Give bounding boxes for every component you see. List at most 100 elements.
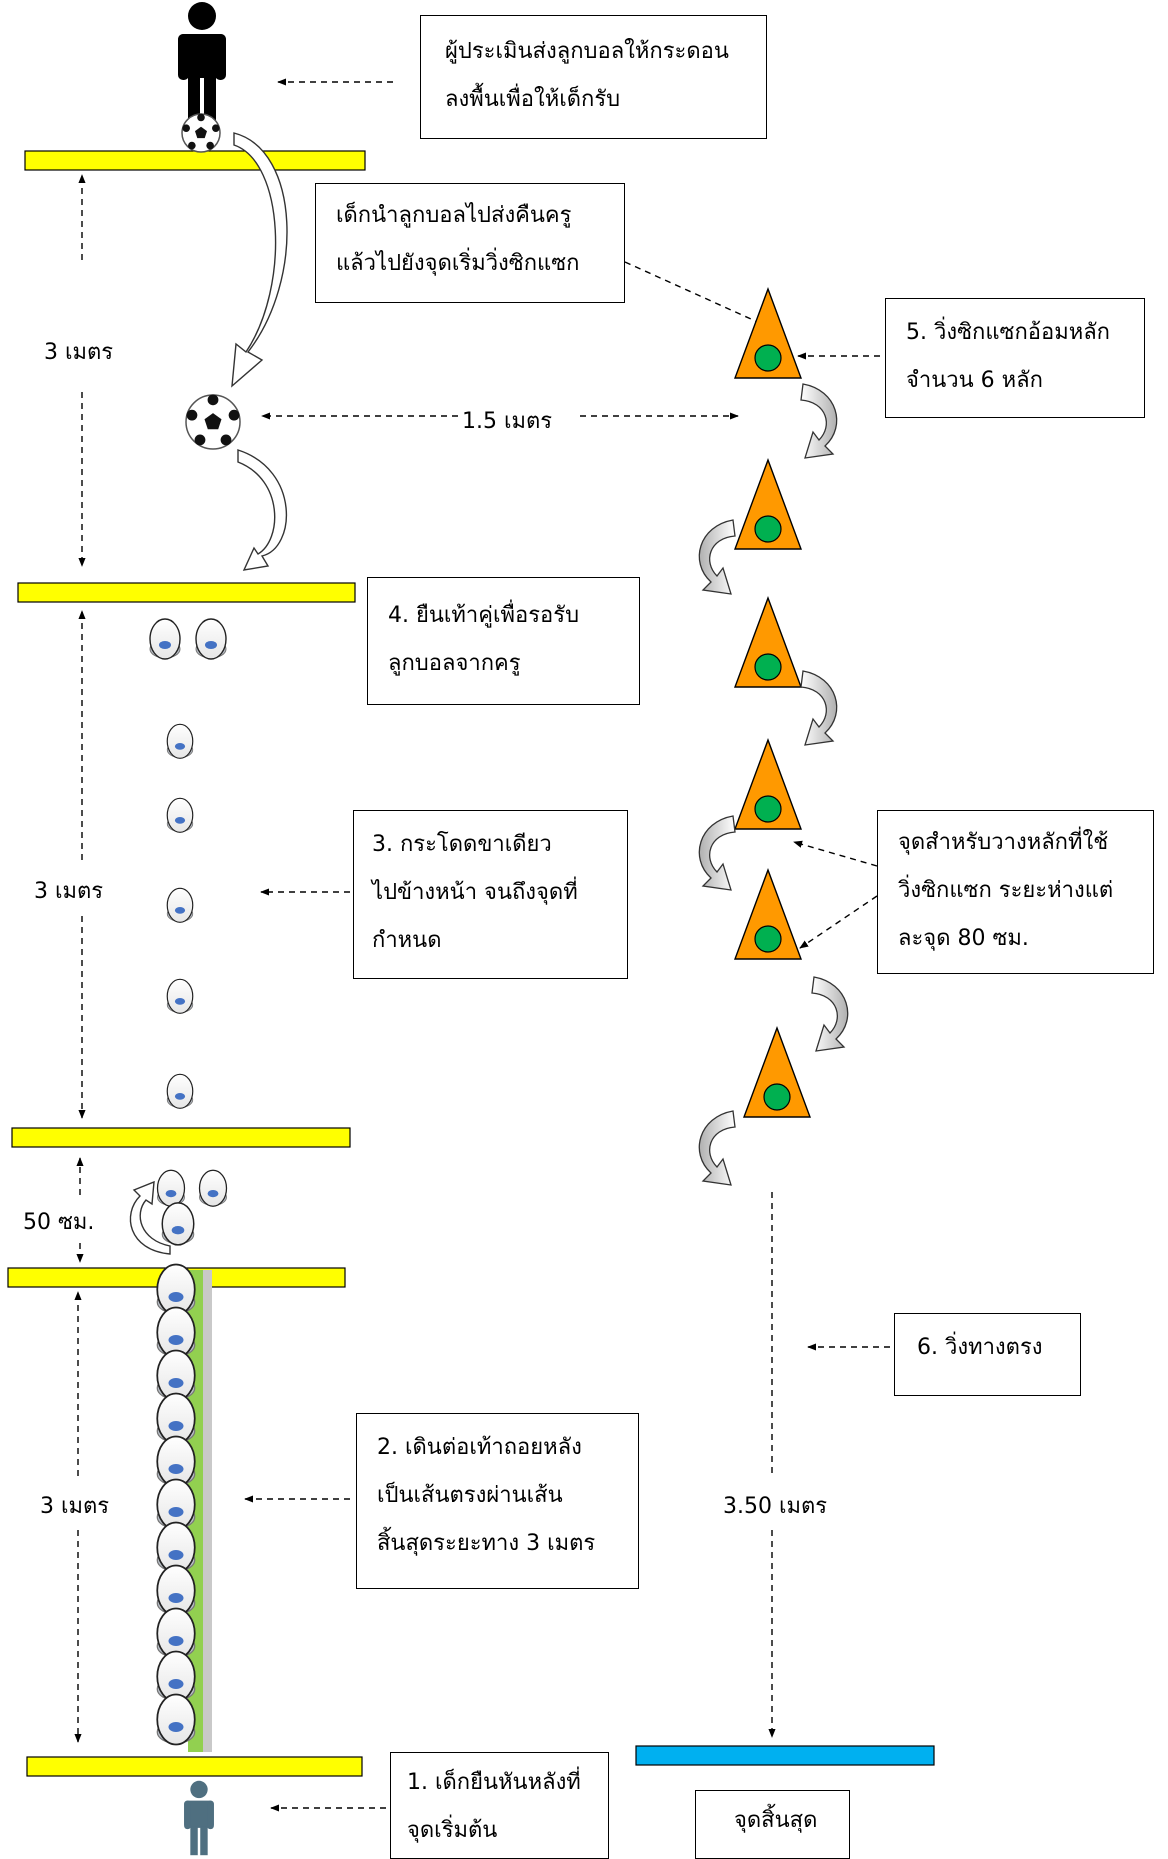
ball-patch: [228, 409, 240, 421]
run-straight-note: 6. วิ่งทางตรง: [894, 1313, 1081, 1396]
footprint-shape: [195, 618, 227, 660]
text-line: เป็นเส้นตรงผ่านเส้น: [377, 1483, 563, 1508]
lines: [7, 150, 935, 1777]
footprint-icon: [156, 1306, 196, 1359]
walk-strip-edge: [203, 1270, 212, 1752]
footprint-icon: [156, 1169, 186, 1207]
text-line: ไปข้างหน้า จนถึงจุดที่: [372, 880, 578, 905]
footprint-dot: [174, 817, 186, 824]
footprint-icon: [166, 978, 194, 1014]
ball-patch: [195, 126, 207, 139]
text-line: ลูกบอลจากครู: [388, 651, 521, 676]
footprint-shape: [161, 1202, 195, 1246]
curved-arrow-icon: [129, 1180, 171, 1255]
ball-patch: [207, 394, 219, 406]
footprint-icon: [166, 723, 194, 759]
footprint-dot: [168, 1464, 184, 1474]
leg: [190, 1826, 198, 1856]
footprint-dot: [168, 1507, 184, 1517]
torso: [178, 34, 226, 78]
curved-arrow-icon: [811, 976, 849, 1052]
ball-patch: [194, 434, 206, 446]
arm: [178, 34, 189, 80]
footprint-dot: [174, 1093, 186, 1100]
leg: [204, 76, 216, 122]
boundary-line: [26, 1756, 363, 1777]
distance-label-middle: 3 เมตร: [30, 873, 108, 908]
curved-arrow-icon: [698, 1110, 736, 1186]
cone-icon: [733, 737, 803, 830]
footprint-icon: [156, 1392, 196, 1445]
footprint-icon: [195, 618, 227, 660]
footprint-dot: [159, 641, 171, 649]
cone-body: [733, 457, 803, 550]
walk-back-note: 2. เดินต่อเท้าถอยหลัง เป็นเส้นตรงผ่านเส้…: [356, 1413, 639, 1589]
cone-icon: [733, 595, 803, 688]
curved-arrow-icon: [237, 449, 288, 571]
arm: [207, 1800, 214, 1830]
footprint-icon: [156, 1693, 196, 1746]
footprint-icon: [156, 1607, 196, 1660]
boundary-line: [11, 1127, 351, 1148]
footprint-shape: [149, 618, 181, 660]
footprint-icon: [156, 1521, 196, 1574]
ball-patch: [197, 113, 205, 122]
curved-arrow-shape: [231, 132, 288, 388]
footprint-dot: [168, 1335, 184, 1345]
ball-patch: [212, 124, 220, 132]
cone-dot: [754, 795, 782, 823]
footprint-dot: [174, 743, 186, 750]
curved-arrow-shape: [237, 449, 288, 571]
text-line: แล้วไปยังจุดเริ่มวิ่งซิกแซก: [336, 251, 580, 276]
footprint-shape: [156, 1693, 196, 1746]
footprint-shape: [156, 1169, 186, 1207]
text-line: ผู้ประเมินส่งลูกบอลให้กระดอน: [445, 39, 729, 64]
footprint-dot: [168, 1679, 184, 1689]
footprint-icon: [198, 1169, 228, 1207]
ball-patch: [186, 409, 198, 421]
footprint-dot: [205, 641, 217, 649]
text-line: จุดสำหรับวางหลักที่ใช้: [898, 830, 1109, 855]
curved-arrow-shape: [800, 670, 838, 746]
teacher-person-icon: [178, 2, 226, 122]
distance-label-ball-cone: 1.5 เมตร: [458, 403, 557, 438]
curved-arrow-shape: [811, 976, 849, 1052]
zigzag-note: 5. วิ่งซิกแซกอ้อมหลัก จำนวน 6 หลัก: [885, 298, 1145, 418]
distance-label-run: 3.50 เมตร: [719, 1488, 832, 1523]
finish-line: [635, 1745, 935, 1766]
footprint-icon: [156, 1650, 196, 1703]
cone-point-arrow: [793, 840, 878, 867]
footprint-shape: [166, 797, 194, 833]
footprint-icon: [166, 797, 194, 833]
footprint-dot: [207, 1190, 219, 1198]
soccer-ball-icon: [181, 113, 221, 153]
footprint-shape: [166, 887, 194, 923]
cone-body: [742, 1025, 812, 1118]
curved-arrow-shape: [800, 383, 838, 459]
curved-arrow-icon: [231, 132, 288, 388]
footprint-icon: [166, 887, 194, 923]
footprint-dot: [168, 1550, 184, 1560]
text-line: ละจุด 80 ซม.: [898, 926, 1029, 951]
text-line: ลงพื้นเพื่อให้เด็กรับ: [445, 87, 621, 112]
cone-dot: [754, 653, 782, 681]
cone-dot: [754, 515, 782, 543]
curved-arrow-icon: [800, 670, 838, 746]
leg: [200, 1826, 208, 1856]
cone-body: [733, 286, 803, 379]
dashed-arrows: [74, 78, 890, 1812]
footprint-dot: [174, 907, 186, 914]
text-line: กำหนด: [372, 928, 442, 953]
footprint-shape: [166, 978, 194, 1014]
cone-dot: [754, 344, 782, 372]
ball-patch: [220, 434, 232, 446]
text-line: 1. เด็กยืนหันหลังที่: [407, 1770, 581, 1795]
cone-dot: [763, 1083, 791, 1111]
footprint-icon: [156, 1349, 196, 1402]
stand-note: 4. ยืนเท้าคู่เพื่อรอรับ ลูกบอลจากครู: [367, 577, 640, 705]
text-line: จำนวน 6 หลัก: [906, 368, 1043, 393]
footprint-icon: [156, 1435, 196, 1488]
footprint-dot: [168, 1421, 184, 1431]
